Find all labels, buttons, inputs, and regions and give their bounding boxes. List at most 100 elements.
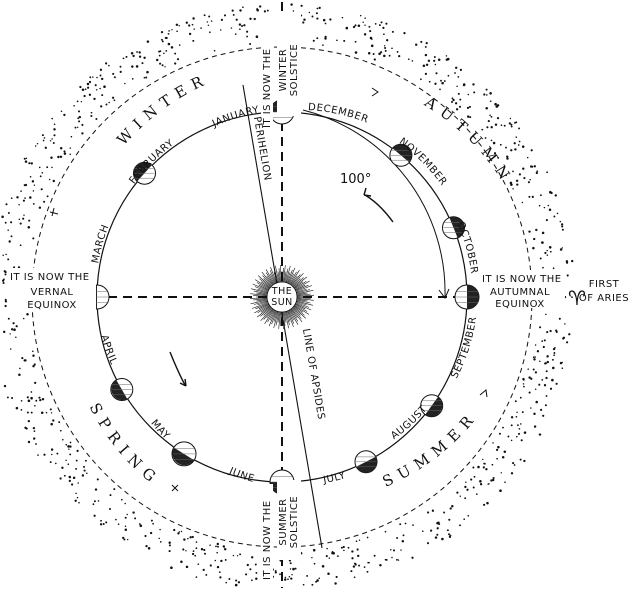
stipple-dot	[448, 518, 451, 521]
stipple-dot	[130, 51, 134, 55]
angle-label: 100°	[340, 172, 371, 187]
sun-ray	[296, 298, 314, 301]
stipple-dot	[145, 544, 148, 548]
stipple-dot	[329, 18, 332, 21]
stipple-dot	[80, 100, 83, 103]
stipple-dot	[534, 388, 537, 391]
earth-nov	[389, 143, 413, 167]
stipple-dot	[544, 404, 547, 407]
stipple-dot	[27, 226, 31, 229]
vernal-equinox-line1: IT IS NOW THE	[10, 272, 90, 283]
sun-ray	[294, 304, 308, 312]
stipple-dot	[24, 197, 26, 199]
month-label-june: JUNE	[227, 465, 256, 485]
stipple-dot	[88, 80, 92, 84]
stipple-dot	[373, 554, 376, 557]
stipple-dot	[27, 399, 31, 403]
stipple-dot	[161, 40, 164, 43]
stipple-dot	[61, 466, 64, 469]
first-of-aries-line1: FIRST	[589, 279, 620, 290]
stipple-dot	[539, 194, 542, 197]
sun-ray	[253, 298, 268, 301]
stipple-dot	[512, 462, 515, 465]
stipple-dot	[290, 577, 293, 580]
stipple-dot	[28, 162, 31, 165]
stipple-dot	[523, 177, 526, 180]
stipple-dot	[550, 191, 553, 195]
stipple-dot	[40, 188, 43, 191]
stipple-dot	[43, 453, 46, 456]
stipple-dot	[7, 258, 10, 261]
stipple-dot	[92, 76, 94, 78]
stipple-dot	[403, 31, 406, 35]
stipple-dot	[274, 571, 277, 574]
stipple-dot	[29, 175, 32, 178]
stipple-dot	[96, 478, 99, 481]
stipple-dot	[209, 544, 211, 546]
summer-solstice-line1: IT IS NOW THE	[262, 500, 273, 580]
stipple-dot	[3, 384, 7, 388]
stipple-dot	[481, 128, 484, 131]
stipple-dot	[451, 505, 454, 508]
stipple-dot	[358, 564, 361, 567]
sun-ray	[293, 306, 305, 316]
stipple-dot	[485, 94, 488, 96]
stipple-dot	[549, 250, 552, 253]
stipple-dot	[76, 496, 79, 499]
stipple-dot	[216, 542, 219, 546]
sun-ray	[290, 275, 298, 286]
stipple-dot	[522, 167, 525, 170]
stipple-dot	[68, 479, 71, 483]
stipple-dot	[546, 249, 548, 252]
stipple-dot	[93, 514, 96, 517]
sun-ray	[254, 286, 269, 292]
stipple-dot	[235, 18, 238, 21]
sun-ray	[293, 276, 308, 288]
stipple-dot	[219, 576, 222, 579]
stipple-dot	[187, 537, 189, 540]
stipple-dot	[76, 100, 79, 103]
stipple-dot	[514, 148, 517, 151]
stipple-dot	[195, 576, 198, 578]
stipple-dot	[20, 190, 22, 192]
stipple-dot	[350, 570, 353, 573]
stipple-dot	[510, 123, 513, 126]
sun-ray	[293, 305, 304, 313]
stipple-dot	[367, 51, 371, 55]
stipple-dot	[28, 219, 31, 222]
stipple-dot	[194, 554, 197, 557]
stipple-dot	[163, 52, 165, 55]
stipple-dot	[342, 545, 345, 549]
stipple-dot	[459, 98, 462, 101]
vernal-equinox-label-bg	[8, 268, 96, 310]
stipple-dot	[225, 581, 227, 584]
stipple-dot	[108, 507, 112, 511]
stipple-dot	[518, 427, 521, 430]
stipple-dot	[220, 559, 223, 563]
stipple-dot	[253, 17, 256, 21]
sun-ray	[296, 289, 311, 294]
stipple-dot	[516, 435, 518, 438]
stipple-dot	[50, 156, 53, 160]
stipple-dot	[352, 565, 356, 568]
stipple-dot	[485, 88, 488, 91]
stipple-dot	[30, 411, 33, 414]
stipple-dot	[571, 296, 573, 298]
stipple-dot	[367, 561, 369, 564]
stipple-dot	[467, 93, 470, 96]
stipple-dot	[520, 439, 523, 442]
stipple-dot	[470, 478, 473, 481]
stipple-dot	[485, 107, 488, 110]
stipple-dot	[467, 115, 469, 118]
stipple-dot	[43, 200, 46, 203]
autumnal-equinox-line1: IT IS NOW THE	[482, 274, 562, 285]
stipple-dot	[8, 240, 11, 243]
stipple-dot	[467, 514, 470, 517]
stipple-dot	[77, 110, 81, 113]
stipple-dot	[515, 415, 518, 418]
stipple-dot	[541, 340, 544, 342]
stipple-dot	[503, 124, 506, 127]
stipple-dot	[145, 76, 148, 79]
sun-ray	[286, 272, 291, 283]
stipple-dot	[542, 345, 545, 349]
